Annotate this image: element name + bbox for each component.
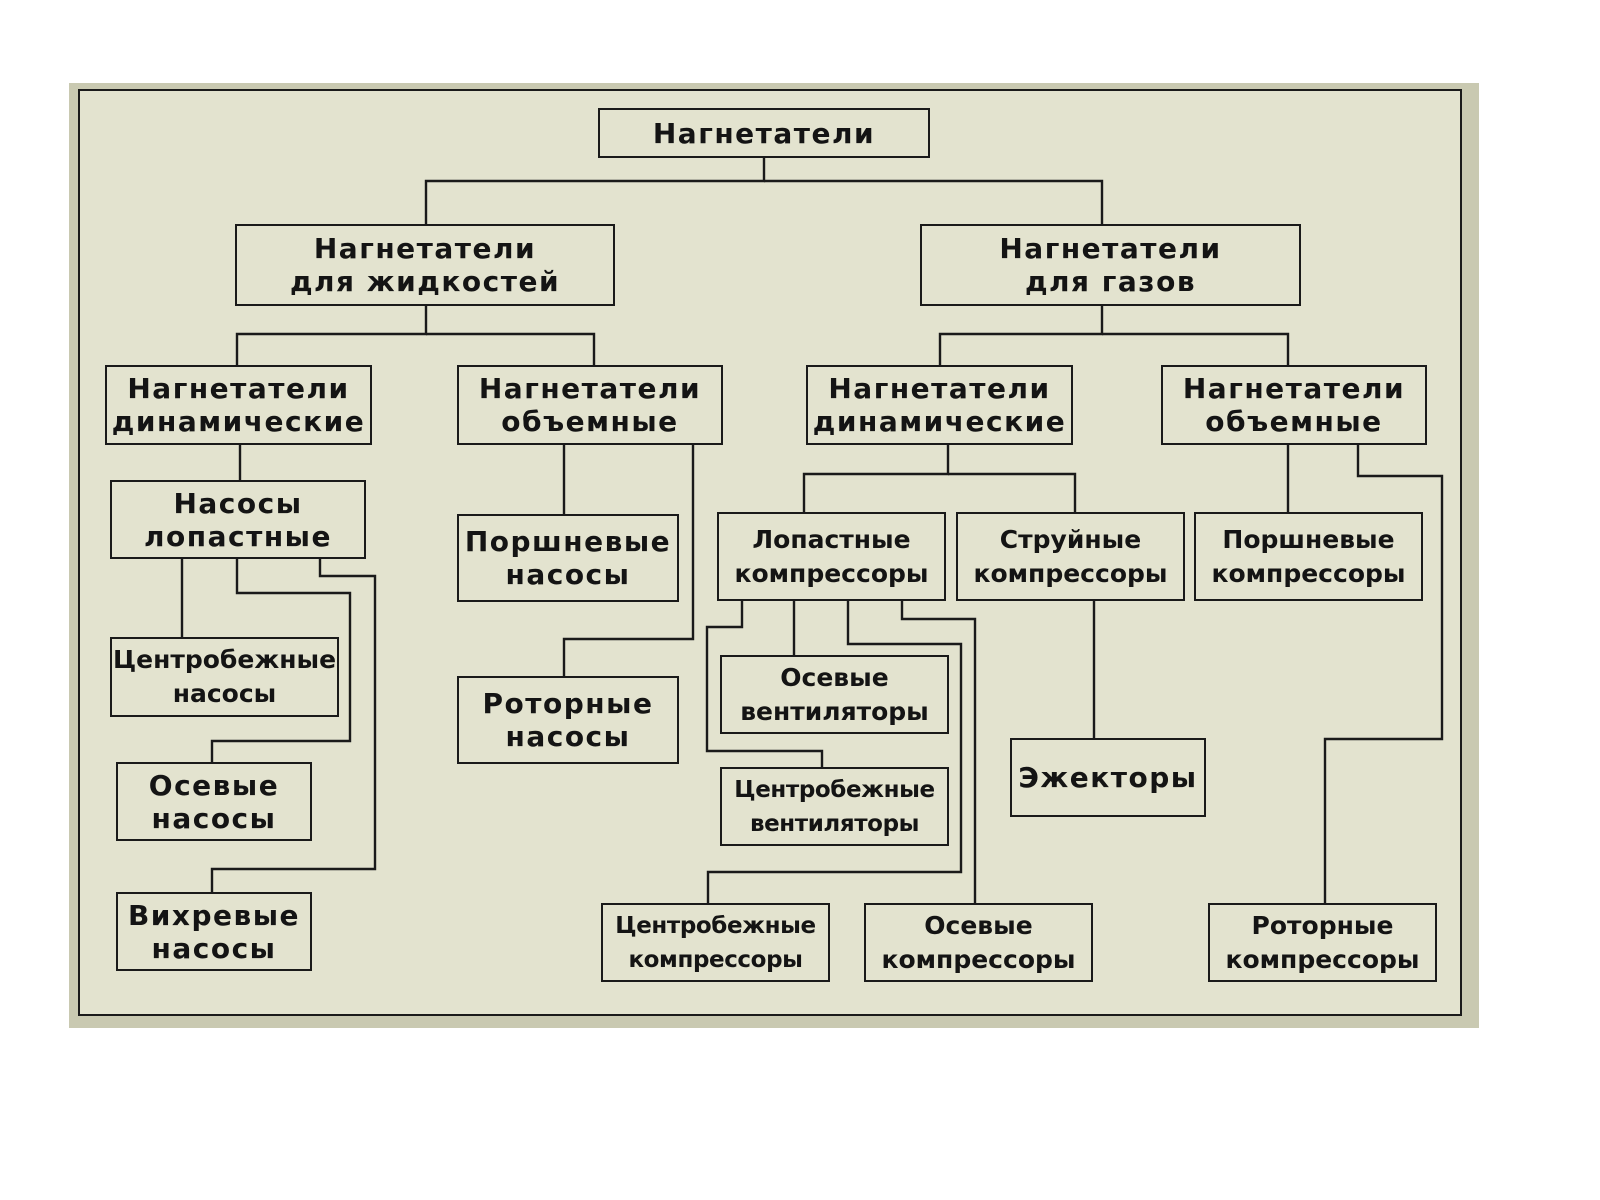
connector-line bbox=[706, 601, 963, 903]
node-blade-compressors: Лопастные компрессоры bbox=[717, 512, 946, 601]
connector-line bbox=[424, 158, 766, 224]
connector-line bbox=[764, 179, 1104, 224]
node-centrifugal-fans: Центробежные вентиляторы bbox=[720, 767, 949, 846]
diagram-frame: Нагнетатели Нагнетатели для жидкостей На… bbox=[69, 83, 1479, 1028]
node-piston-pumps: Поршневые насосы bbox=[457, 514, 679, 602]
node-rotary-compressors: Роторные компрессоры bbox=[1208, 903, 1437, 982]
node-liq-volumetric: Нагнетатели объемные bbox=[457, 365, 723, 445]
connector-line bbox=[562, 445, 695, 676]
connector-line bbox=[938, 306, 1104, 365]
node-axial-fans: Осевые вентиляторы bbox=[720, 655, 949, 734]
node-liquids: Нагнетатели для жидкостей bbox=[235, 224, 615, 306]
connector-line bbox=[1102, 332, 1290, 365]
diagram-panel: Нагнетатели Нагнетатели для жидкостей На… bbox=[78, 89, 1462, 1016]
node-centrifugal-pumps: Центробежные насосы bbox=[110, 637, 339, 717]
node-root: Нагнетатели bbox=[598, 108, 930, 158]
node-gas-volumetric: Нагнетатели объемные bbox=[1161, 365, 1427, 445]
connector-line bbox=[210, 559, 377, 892]
node-gas-dynamic: Нагнетатели динамические bbox=[806, 365, 1073, 445]
connector-line bbox=[900, 601, 977, 903]
node-gases: Нагнетатели для газов bbox=[920, 224, 1301, 306]
connector-line bbox=[235, 306, 428, 365]
connector-lines bbox=[180, 158, 1444, 903]
node-vortex-pumps: Вихревые насосы bbox=[116, 892, 312, 971]
node-axial-pumps: Осевые насосы bbox=[116, 762, 312, 841]
node-liq-dynamic: Нагнетатели динамические bbox=[105, 365, 372, 445]
node-axial-compressors: Осевые компрессоры bbox=[864, 903, 1093, 982]
connector-line bbox=[1323, 445, 1444, 903]
node-rotary-pumps: Роторные насосы bbox=[457, 676, 679, 764]
connector-line bbox=[802, 445, 950, 512]
node-piston-compressors: Поршневые компрессоры bbox=[1194, 512, 1423, 601]
connector-line bbox=[210, 559, 352, 762]
node-blade-pumps: Насосы лопастные bbox=[110, 480, 366, 559]
connector-line bbox=[705, 601, 824, 767]
connector-line bbox=[426, 332, 596, 365]
connector-line bbox=[948, 472, 1077, 512]
node-centrifugal-compressors: Центробежные компрессоры bbox=[601, 903, 830, 982]
node-jet-compressors: Струйные компрессоры bbox=[956, 512, 1185, 601]
node-ejectors: Эжекторы bbox=[1010, 738, 1206, 817]
